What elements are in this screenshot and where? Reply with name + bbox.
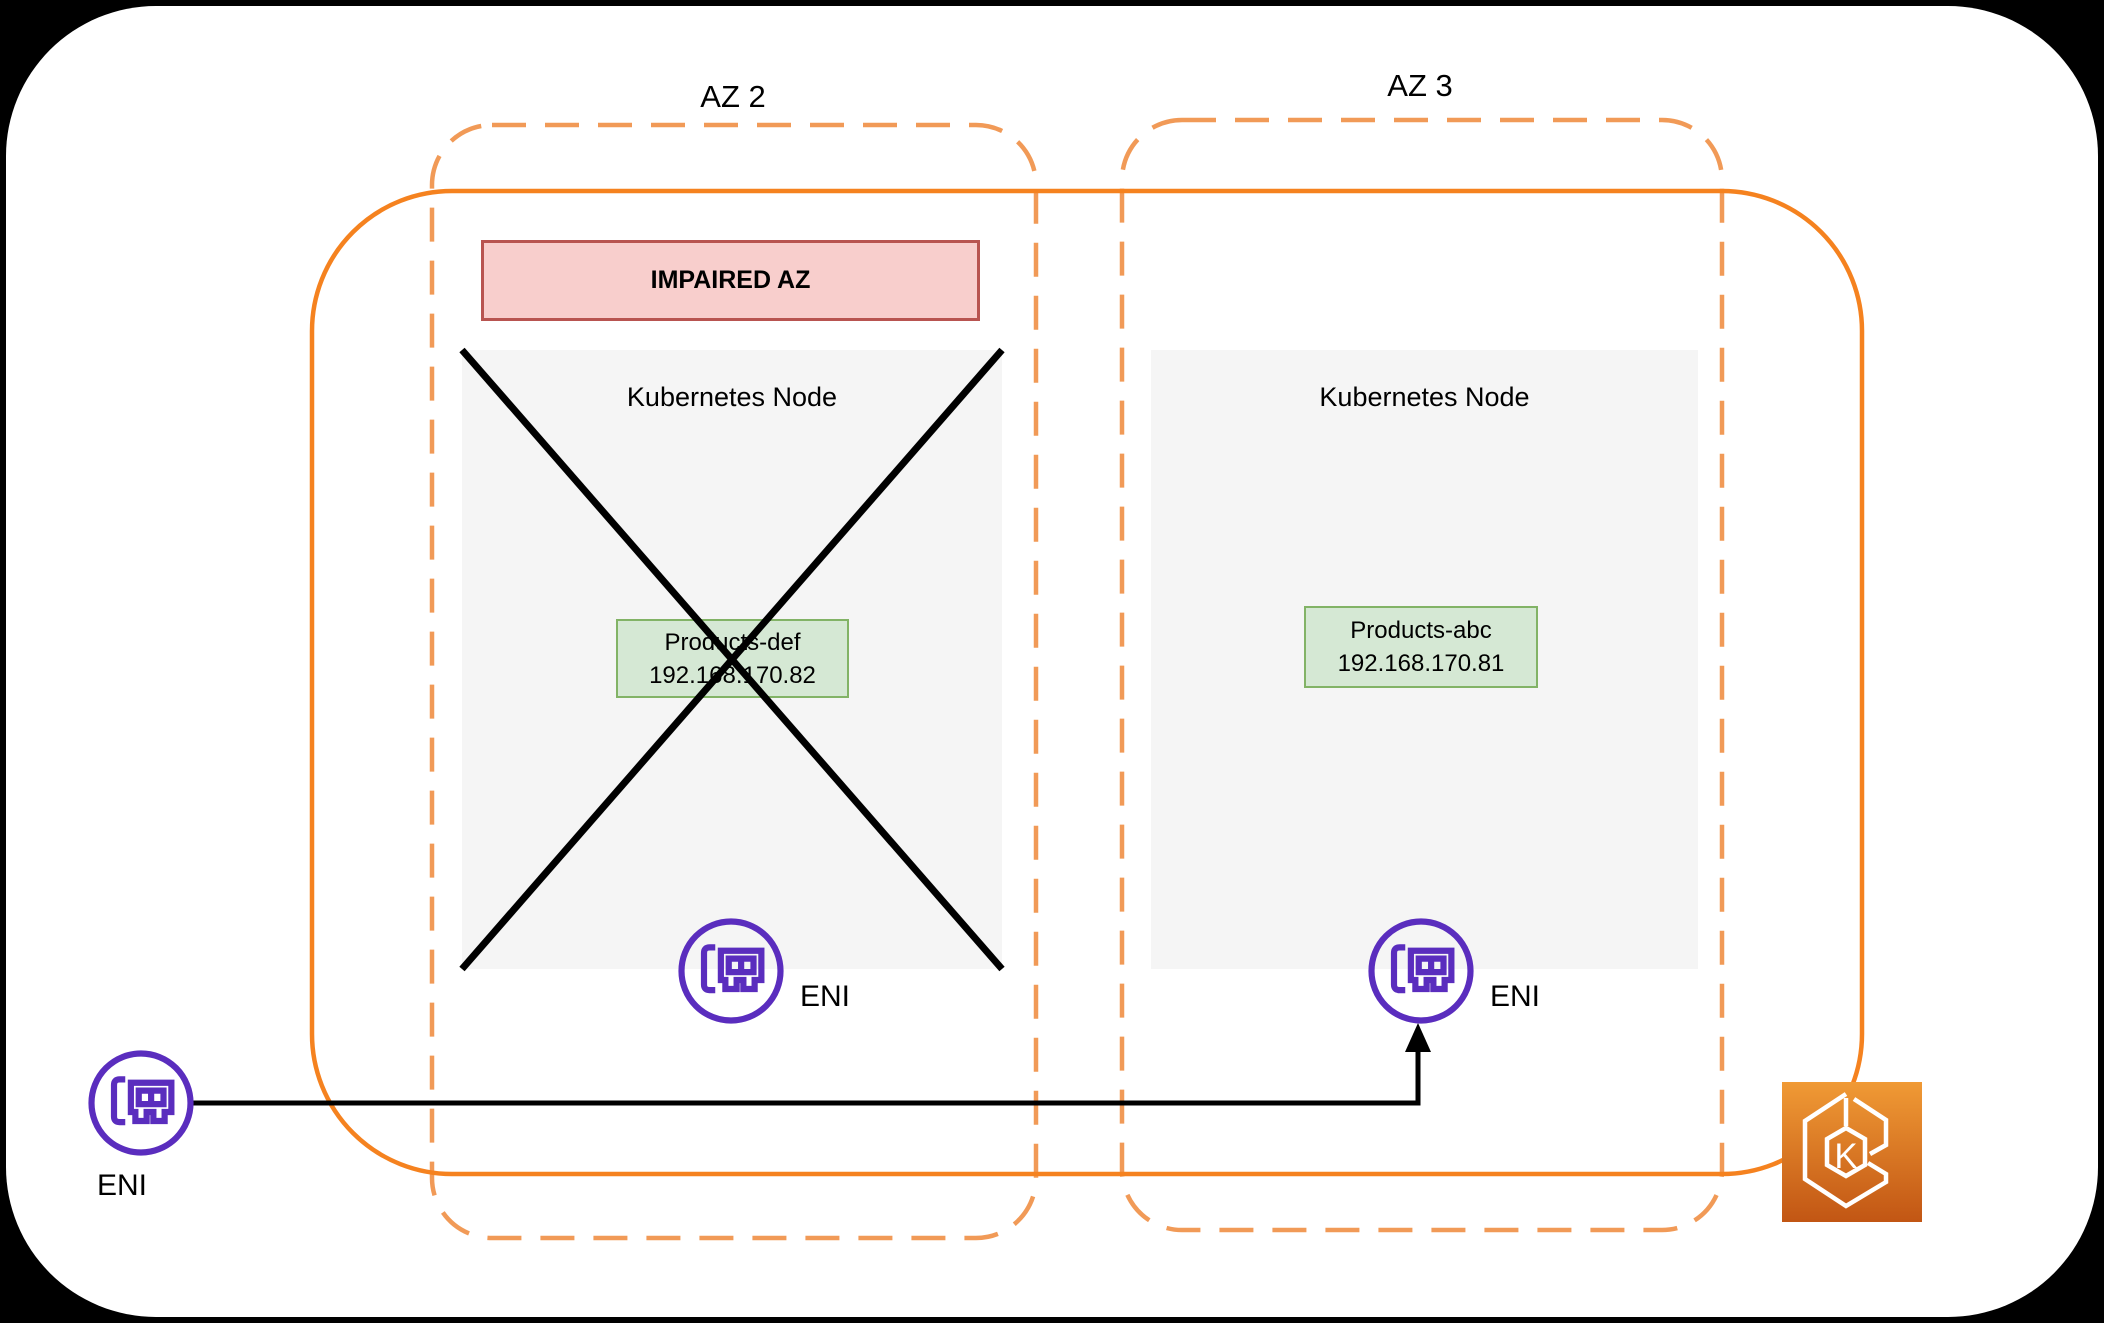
eni-icon-external (88, 1050, 194, 1156)
eni-circle (1368, 918, 1474, 1024)
eni-ports (135, 1087, 167, 1108)
eni-card (127, 1079, 175, 1125)
failure-cross-icon (459, 347, 1005, 972)
diagram-canvas (6, 6, 2098, 1317)
cross-line-2 (459, 347, 1005, 972)
node-title-az3: Kubernetes Node (1319, 382, 1530, 412)
eni-bracket (700, 944, 716, 994)
eni-label-az3: ENI (1490, 980, 1541, 1013)
az2-boundary (429, 122, 1039, 1241)
eni-ports (1415, 955, 1447, 976)
eks-icon: K (1782, 1082, 1922, 1222)
pod-name: Products-abc (1350, 617, 1492, 644)
eni-icon-az2 (678, 918, 784, 1024)
pod-name: Products-def (664, 628, 801, 656)
az2-label: AZ 2 (700, 79, 766, 114)
eni-circle (88, 1050, 194, 1156)
eni-label-external: ENI (96, 1169, 147, 1202)
eni-reattach-arrow (192, 1048, 1421, 1106)
pod-products-abc: Products-abc 192.168.170.81 (1304, 606, 1538, 688)
node-title-az2: Kubernetes Node (626, 382, 838, 412)
eks-cluster-boundary (309, 188, 1865, 1177)
impaired-az-banner: IMPAIRED AZ (481, 240, 980, 321)
eks-inner-hexagon (1824, 1125, 1868, 1179)
az3-boundary (1119, 117, 1725, 1233)
eni-circle (678, 918, 784, 1024)
eni-icon-az3 (1368, 918, 1474, 1024)
eks-hexagon-arm (1852, 1097, 1889, 1156)
eni-card (717, 947, 765, 993)
eni-reattach-arrowhead (1405, 1023, 1431, 1052)
eni-ports (725, 955, 757, 976)
eni-card (1407, 947, 1455, 993)
eni-bracket (110, 1076, 126, 1126)
eks-letter: K (1834, 1137, 1857, 1176)
az3-label: AZ 3 (1387, 68, 1453, 103)
eni-label-az2: ENI (800, 980, 851, 1013)
eks-hexagon-outline (1802, 1092, 1889, 1209)
eni-bracket (1390, 944, 1406, 994)
pod-ip: 192.168.170.81 (1337, 650, 1505, 677)
pod-ip: 192.168.170.82 (649, 661, 816, 689)
